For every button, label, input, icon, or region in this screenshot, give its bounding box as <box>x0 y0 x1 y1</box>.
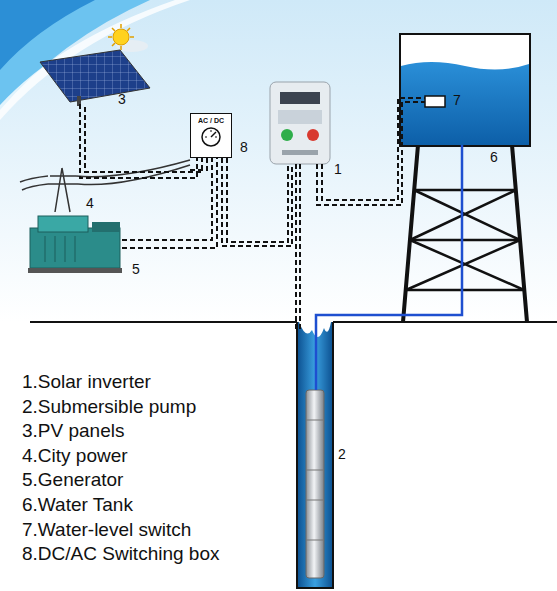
callout-number: 4 <box>86 196 94 211</box>
part-list-item: 6.Water Tank <box>22 495 133 516</box>
part-list-item: 8.DC/AC Switching box <box>22 544 219 565</box>
callout-number: 3 <box>118 92 126 107</box>
callout-number: 2 <box>338 447 346 462</box>
part-list-item: 2.Submersible pump <box>22 397 196 418</box>
switching-box: AC / DC <box>190 113 232 158</box>
callout-number: 5 <box>132 262 140 277</box>
callout-number: 7 <box>453 93 461 108</box>
callout-number: 6 <box>490 150 498 165</box>
part-list-item: 3.PV panels <box>22 421 124 442</box>
part-list-item: 1.Solar inverter <box>22 372 151 393</box>
box-label: AC / DC <box>191 114 231 124</box>
dial-symbol <box>200 126 222 148</box>
callout-number: 8 <box>240 140 248 155</box>
part-list-item: 5.Generator <box>22 470 123 491</box>
part-list-item: 4.City power <box>22 446 128 467</box>
part-list-item: 7.Water-level switch <box>22 520 191 541</box>
callout-number: 1 <box>334 162 342 177</box>
